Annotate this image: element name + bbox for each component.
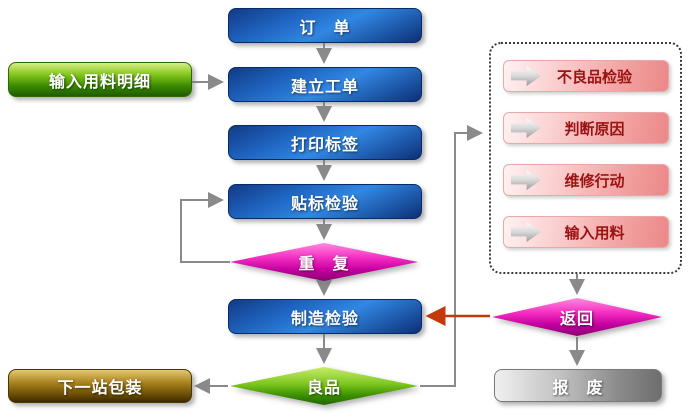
block-arrow-right-icon bbox=[511, 118, 541, 138]
return-decision-node: 返回 bbox=[492, 298, 662, 336]
defect-item-label: 维修行动 bbox=[564, 172, 625, 190]
label-inspection-node: 贴标检验 bbox=[228, 184, 422, 219]
defect-item-label: 输入用料 bbox=[564, 224, 625, 242]
repeat-decision-shape: 重 复 bbox=[230, 243, 418, 281]
scrap-node: 报 废 bbox=[494, 369, 662, 402]
defect-item-label: 不良品检验 bbox=[556, 68, 632, 86]
arrow-repeat-loop-to-label-inspection bbox=[180, 192, 230, 263]
input-material-item: 输入用料 bbox=[503, 216, 669, 248]
defect-item-label: 判断原因 bbox=[564, 120, 625, 138]
create-work-order-node: 建立工单 bbox=[228, 67, 422, 102]
next-station-packaging-node: 下一站包装 bbox=[8, 369, 192, 403]
repair-action-item: 维修行动 bbox=[503, 164, 669, 196]
input-material-detail-node: 输入用料明细 bbox=[8, 62, 192, 97]
good-product-decision-shape: 良品 bbox=[230, 367, 418, 405]
block-arrow-right-icon bbox=[511, 66, 541, 86]
good-product-decision-node: 良品 bbox=[230, 367, 418, 405]
block-arrow-right-icon bbox=[511, 170, 541, 190]
defect-handling-group: 不良品检验 判断原因 维修行动 输入用料 bbox=[489, 42, 682, 274]
manufacture-inspection-node: 制造检验 bbox=[228, 299, 422, 334]
print-label-node: 打印标签 bbox=[228, 125, 422, 160]
defect-inspection-item: 不良品检验 bbox=[503, 60, 669, 92]
order-node: 订 单 bbox=[228, 8, 422, 43]
return-decision-shape: 返回 bbox=[492, 298, 662, 336]
arrow-good-to-defect-box bbox=[420, 125, 483, 387]
repeat-decision-node: 重 复 bbox=[230, 243, 418, 281]
block-arrow-right-icon bbox=[511, 222, 541, 242]
judge-cause-item: 判断原因 bbox=[503, 112, 669, 144]
